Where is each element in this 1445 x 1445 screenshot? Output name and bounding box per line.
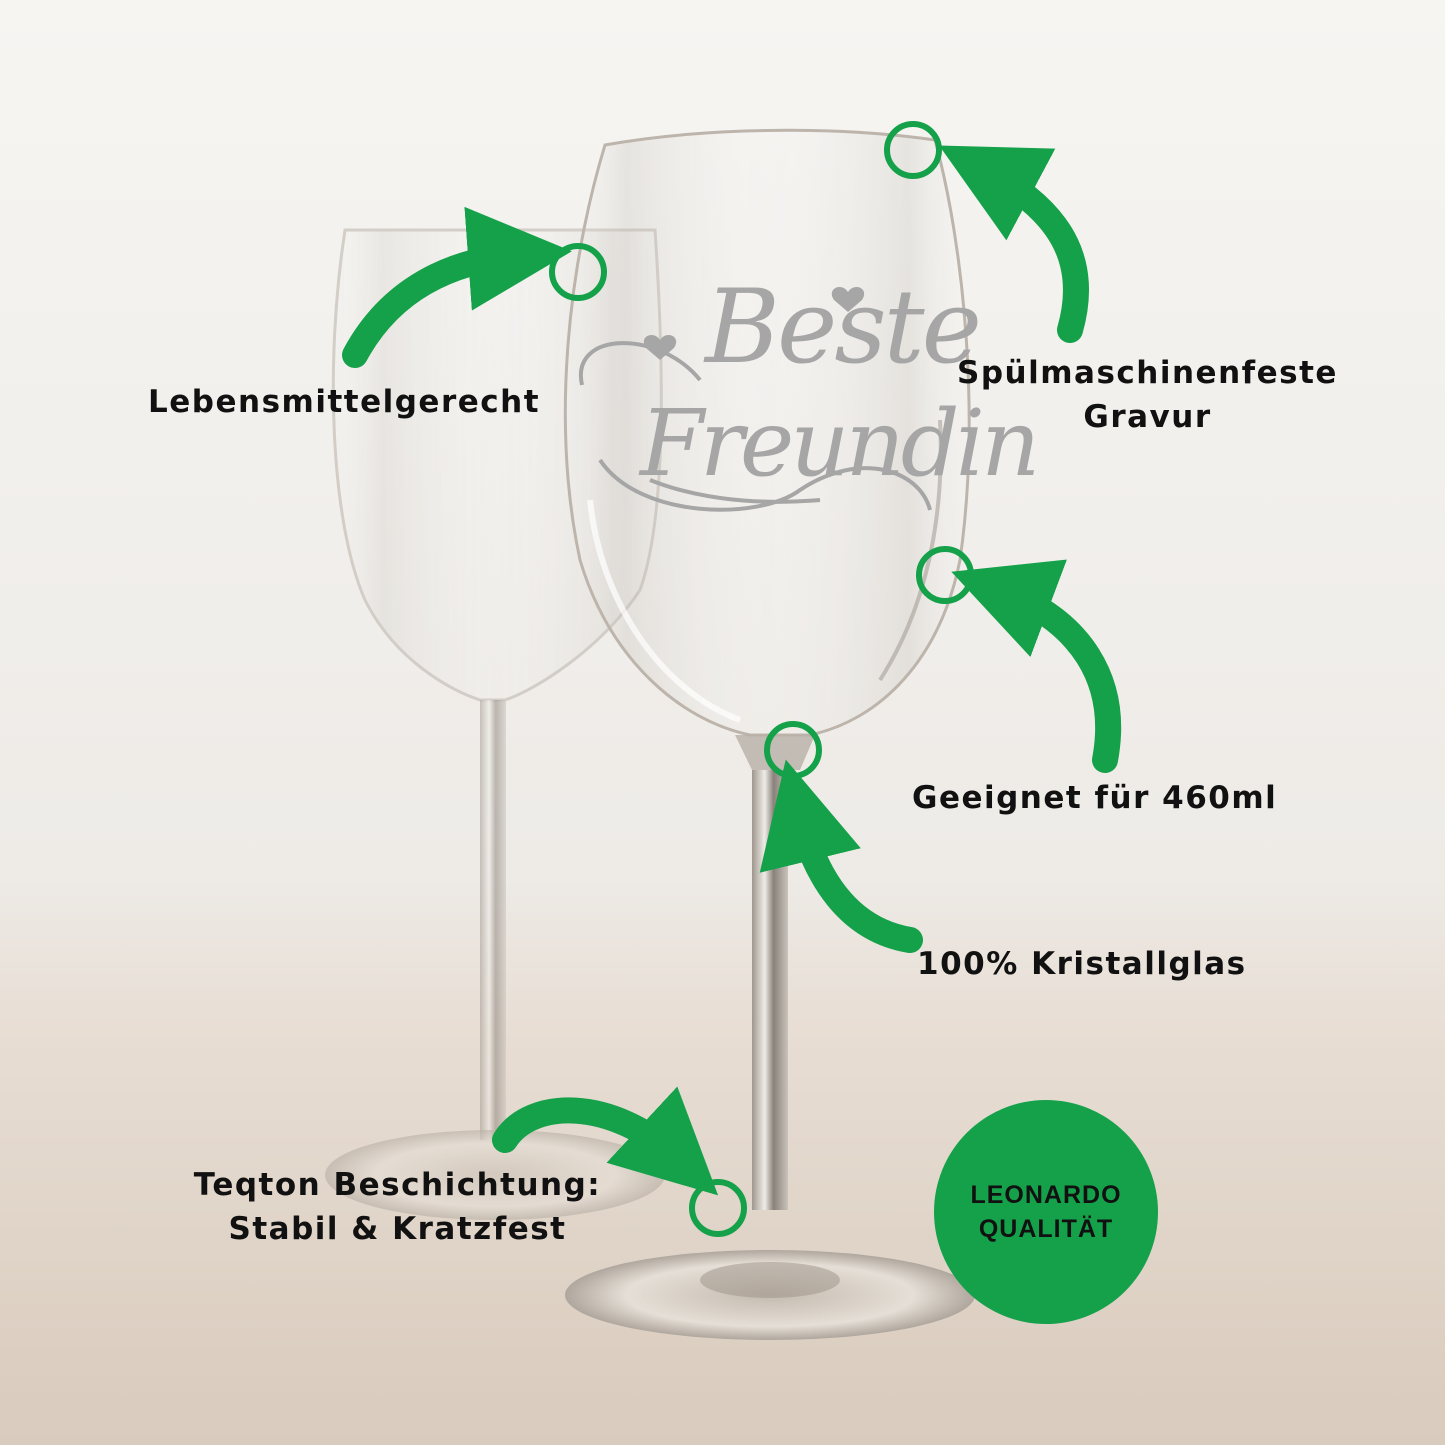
- label-dishwasher-line2: Gravur: [1083, 399, 1212, 435]
- front-wine-glass: [563, 128, 975, 1340]
- label-coating-line2: Stabil & Kratzfest: [228, 1211, 567, 1247]
- label-crystal: 100% Kristallglas: [917, 942, 1247, 986]
- label-coating-line1: Teqton Beschichtung:: [193, 1167, 602, 1203]
- arrow-food-safe: [342, 206, 572, 368]
- arrow-crystal: [759, 759, 923, 953]
- heart-icons: [643, 286, 865, 360]
- ring-dishwasher: [884, 121, 942, 179]
- label-food-safe-text: Lebensmittelgerecht: [148, 384, 541, 420]
- quality-badge-line1: LEONARDO: [970, 1181, 1122, 1209]
- heart-icon: [831, 286, 865, 312]
- label-dishwasher-line1: Spülmaschinenfeste: [957, 355, 1338, 391]
- label-capacity: Geeignet für 460ml: [912, 776, 1277, 820]
- engraving-flourish: [578, 341, 932, 512]
- label-coating: Teqton Beschichtung: Stabil & Kratzfest: [185, 1163, 610, 1251]
- label-food-safe: Lebensmittelgerecht: [148, 380, 540, 424]
- label-dishwasher: Spülmaschinenfeste Gravur: [955, 351, 1340, 439]
- label-capacity-text: Geeignet für 460ml: [912, 780, 1278, 816]
- callout-arrows: [342, 145, 1122, 1196]
- arrow-dishwasher: [939, 145, 1090, 343]
- heart-icon: [643, 334, 677, 360]
- quality-badge: LEONARDO QUALITÄT: [934, 1100, 1158, 1324]
- quality-badge-line2: QUALITÄT: [978, 1215, 1114, 1243]
- engraving-line2: Freundin: [640, 390, 1040, 497]
- arrow-capacity: [951, 559, 1122, 773]
- engraving-line1: Beste: [705, 268, 982, 387]
- arrow-coating: [492, 1086, 719, 1196]
- label-crystal-text: 100% Kristallglas: [917, 946, 1247, 982]
